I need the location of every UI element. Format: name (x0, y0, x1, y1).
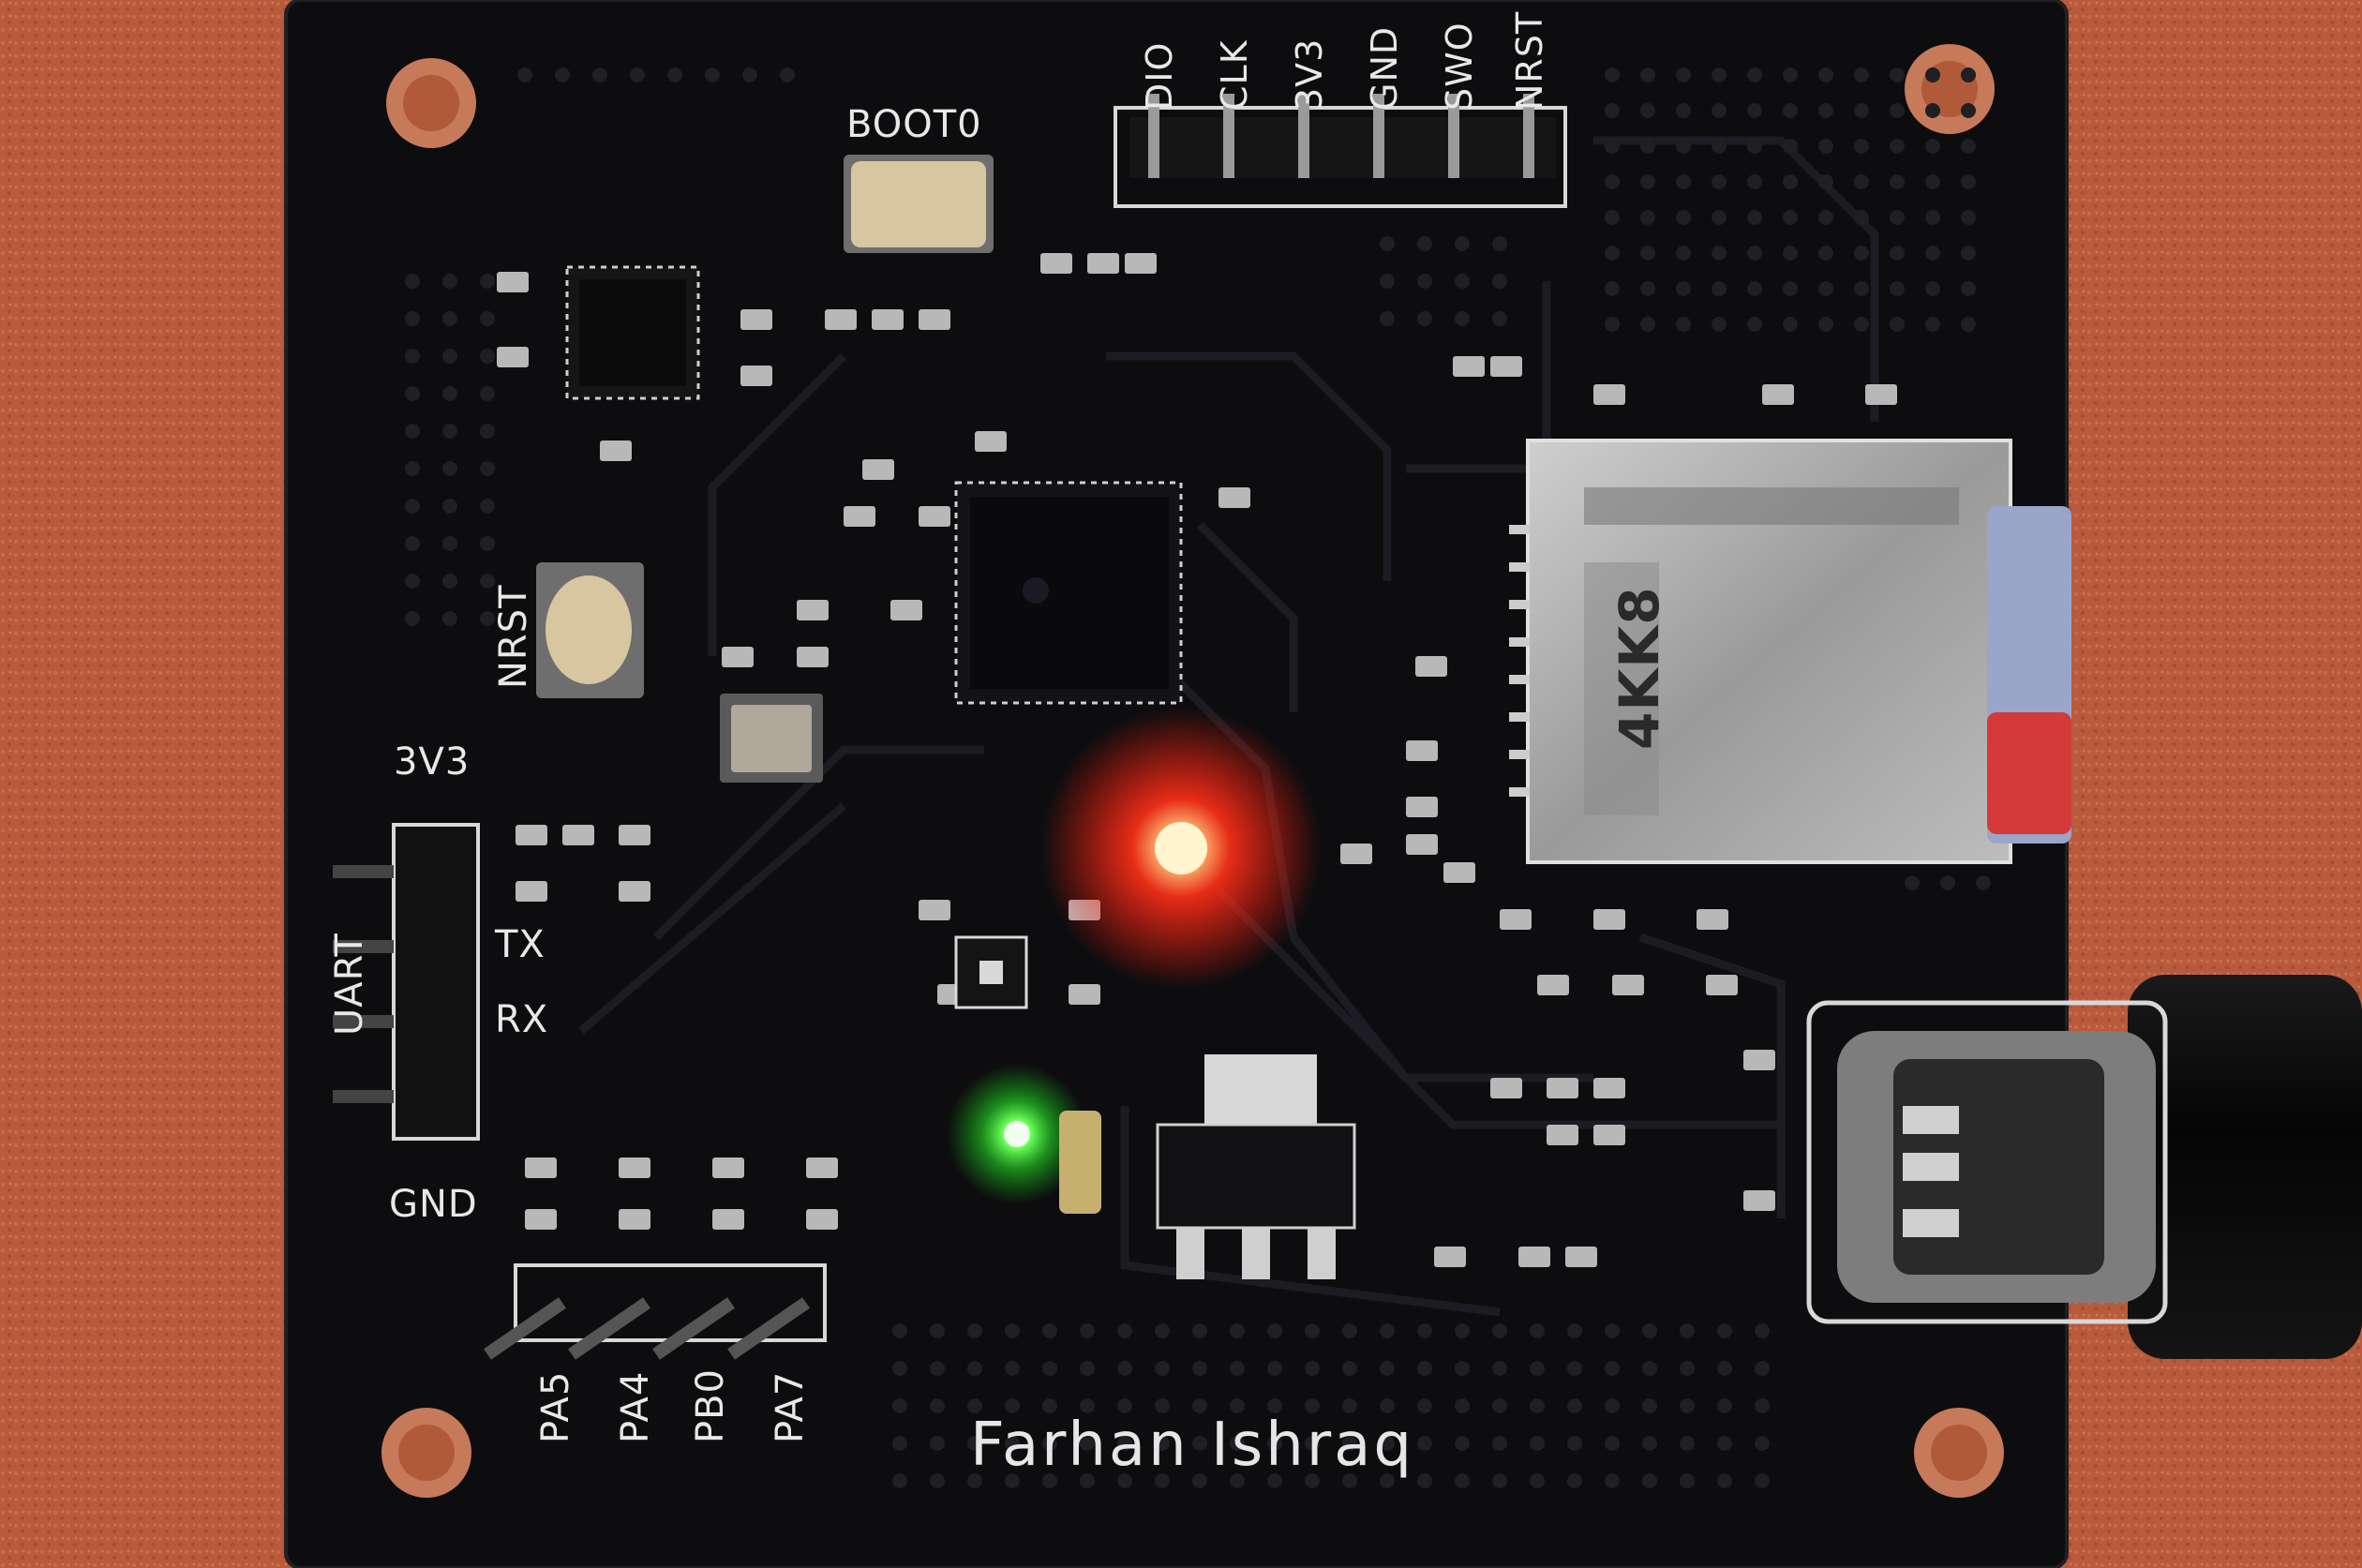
smd-component (619, 1209, 650, 1230)
smd-component (1125, 253, 1157, 274)
smd-component (825, 309, 857, 330)
smd-component (712, 1209, 744, 1230)
red-led (1040, 708, 1322, 989)
smd-component (1490, 356, 1522, 377)
smd-component (806, 1209, 838, 1230)
smd-component (1518, 1247, 1550, 1267)
swd-pin-clk-label: CLK (1214, 39, 1255, 111)
swd-pin-swo-label: SWO (1439, 22, 1480, 111)
voltage-regulator (1156, 1054, 1356, 1279)
smd-component (1434, 1247, 1466, 1267)
smd-component (1087, 253, 1119, 274)
smd-component (712, 1157, 744, 1178)
gpio-pin-pa5-label: PA5 (534, 1370, 577, 1443)
smd-component (1565, 1247, 1597, 1267)
smd-component (1218, 487, 1250, 508)
smd-component (1706, 975, 1738, 995)
smd-component (797, 600, 829, 620)
smd-component (872, 309, 904, 330)
mcu-chip (954, 481, 1183, 705)
usb-c-connector (1806, 975, 2362, 1359)
via-grid (405, 67, 1991, 1488)
board-signature: Farhan Ishraq (970, 1411, 1414, 1480)
gpio-pin-pb0-label: PB0 (689, 1367, 732, 1443)
smd-component (919, 900, 950, 920)
green-led (947, 1064, 1101, 1214)
gpio-pin-pa4-label: PA4 (614, 1370, 657, 1443)
smd-component (1593, 384, 1625, 405)
smd-component (1743, 1190, 1775, 1211)
smd-component (600, 441, 632, 461)
uart-pin-3v3-label: 3V3 (394, 740, 471, 784)
smd-component (1593, 909, 1625, 930)
smd-component (740, 309, 772, 330)
smd-component (516, 881, 547, 902)
smd-component (1547, 1125, 1578, 1145)
sd-card-marking: 4KK8 (1607, 586, 1671, 750)
smd-component (975, 431, 1007, 452)
smd-component (919, 309, 950, 330)
small-ic (565, 265, 700, 400)
smd-component (862, 459, 894, 480)
smd-component (844, 506, 875, 527)
smd-component (890, 600, 922, 620)
sd-card-slot (1509, 439, 2071, 864)
smd-component (1415, 656, 1447, 677)
smd-component (1340, 844, 1372, 864)
boot0-label: BOOT0 (846, 103, 982, 146)
smd-component (1453, 356, 1485, 377)
smd-component (1406, 834, 1438, 855)
smd-component (619, 825, 650, 845)
smd-component (1762, 384, 1794, 405)
smd-component (919, 506, 950, 527)
smd-component (1040, 253, 1072, 274)
smd-component (1490, 1078, 1522, 1098)
uart-header-label: UART (328, 933, 371, 1036)
smd-component (1593, 1125, 1625, 1145)
smd-component (1593, 1078, 1625, 1098)
smd-component (497, 347, 529, 367)
smd-component (797, 647, 829, 667)
uart-pin-gnd-label: GND (389, 1183, 478, 1226)
gpio-header (484, 1263, 827, 1360)
smd-component (619, 881, 650, 902)
swd-header (1114, 94, 1567, 208)
smd-component (525, 1157, 557, 1178)
smd-component (1537, 975, 1569, 995)
smd-component (516, 825, 547, 845)
nrst-button-shape (536, 562, 644, 698)
smd-component (1069, 984, 1100, 1005)
smd-component (806, 1157, 838, 1178)
smd-component (1865, 384, 1897, 405)
crystal (720, 694, 823, 783)
uart-pin-rx-label: RX (495, 998, 549, 1041)
smd-component (722, 647, 754, 667)
uart-header (333, 823, 480, 1141)
smd-component (1406, 740, 1438, 761)
smd-component (525, 1209, 557, 1230)
uart-pin-tx-label: TX (495, 923, 546, 966)
gpio-pin-pa7-label: PA7 (769, 1370, 812, 1443)
smd-component (1743, 1050, 1775, 1070)
smd-component (562, 825, 594, 845)
nrst-button-label: NRST (492, 584, 535, 689)
boot0-button-shape (844, 155, 994, 253)
swd-pin-gnd-label: GND (1364, 25, 1405, 111)
smd-component (497, 272, 529, 292)
swd-pin-dio-label: DIO (1139, 41, 1180, 111)
smd-component (1406, 797, 1438, 817)
smd-component (1443, 862, 1475, 883)
smd-component (1547, 1078, 1578, 1098)
smd-component (1612, 975, 1644, 995)
smd-component (1697, 909, 1728, 930)
smd-component (740, 366, 772, 386)
sensor-chip (954, 935, 1028, 1009)
swd-pin-nrst-label: NRST (1509, 10, 1550, 111)
swd-pin-3v3-label: 3V3 (1289, 37, 1330, 111)
smd-component (619, 1157, 650, 1178)
smd-component (1500, 909, 1532, 930)
